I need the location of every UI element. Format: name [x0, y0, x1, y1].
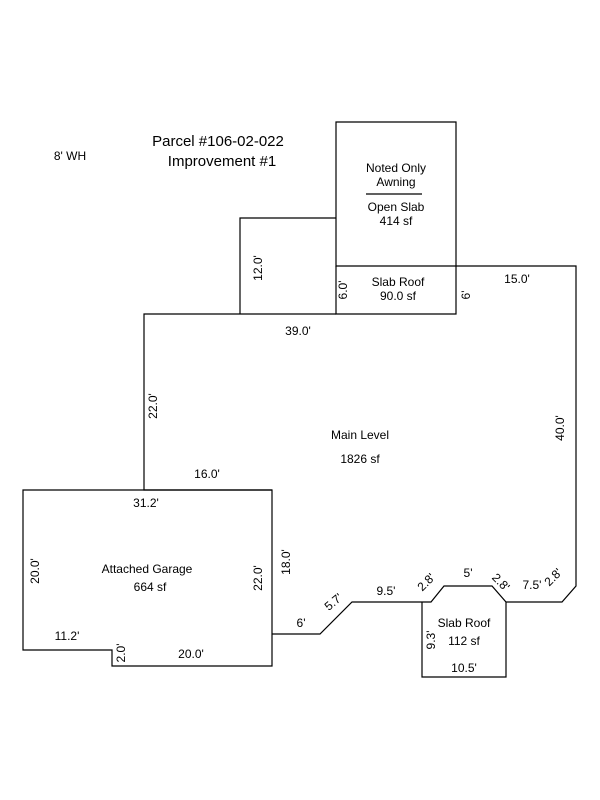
garage-label: Attached Garage	[102, 562, 193, 576]
upper-bump-outline	[239, 217, 336, 314]
dim-40-0: 40.0'	[553, 415, 567, 441]
dim-7-5: 7.5'	[523, 578, 542, 592]
dim-2-8-b: 2.8'	[489, 571, 512, 594]
garage-area: 664 sf	[134, 580, 167, 594]
dim-6-top: 6'	[459, 291, 473, 300]
dim-12-0: 12.0'	[251, 255, 265, 281]
awning-area: 414 sf	[380, 214, 413, 228]
dim-11-2: 11.2'	[55, 629, 80, 643]
dim-39-0: 39.0'	[285, 324, 311, 338]
dim-22-0-left: 22.0'	[146, 393, 160, 419]
dim-10-5: 10.5'	[451, 661, 477, 675]
dim-9-5: 9.5'	[377, 584, 396, 598]
dim-9-3: 9.3'	[424, 631, 438, 650]
slab-roof-top-area: 90.0 sf	[380, 289, 417, 303]
slab-roof-bottom-outline	[421, 602, 507, 678]
dim-31-2: 31.2'	[133, 496, 159, 510]
dim-6-0: 6.0'	[336, 281, 350, 300]
dim-5-7: 5.7'	[322, 590, 346, 613]
dim-22-0-garage: 22.0'	[251, 565, 265, 591]
slab-roof-top-label: Slab Roof	[372, 275, 425, 289]
dim-5: 5'	[464, 566, 473, 580]
parcel-title: Parcel #106-02-022	[152, 133, 284, 150]
awning-label-2: Awning	[376, 175, 415, 189]
dim-2-8-c: 2.8'	[542, 566, 565, 589]
dim-16-0: 16.0'	[194, 467, 220, 481]
garage-outline	[22, 489, 273, 667]
main-level-area: 1826 sf	[340, 452, 380, 466]
dim-18-0: 18.0'	[279, 549, 293, 575]
main-level-outline	[143, 265, 577, 635]
dim-2-8-a: 2.8'	[415, 571, 438, 594]
wall-height-note: 8' WH	[54, 149, 86, 163]
slab-roof-top-outline	[335, 266, 457, 315]
awning-label-3: Open Slab	[368, 200, 425, 214]
main-level-label: Main Level	[331, 428, 389, 442]
dim-15-0: 15.0'	[504, 272, 530, 286]
dim-20-0-left: 20.0'	[28, 558, 42, 584]
slab-roof-bottom-label: Slab Roof	[438, 616, 491, 630]
improvement-title: Improvement #1	[168, 153, 276, 170]
slab-roof-bottom-area: 112 sf	[448, 634, 480, 648]
awning-label-1: Noted Only	[366, 161, 426, 175]
dim-2-0: 2.0'	[114, 644, 128, 663]
dim-6-bottom: 6'	[297, 616, 306, 630]
dim-20-0-bottom: 20.0'	[178, 647, 204, 661]
